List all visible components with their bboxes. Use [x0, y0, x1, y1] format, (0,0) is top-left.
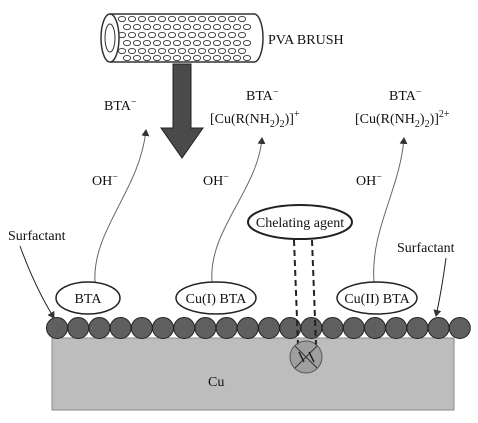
- middle-hydroxide: OH−: [203, 172, 229, 189]
- adsorbed-cu2-bta-ellipse: [336, 281, 418, 315]
- surfactant-bead: [385, 317, 408, 339]
- surfactant-bead: [67, 317, 90, 339]
- chelating-path-right: [311, 239, 317, 346]
- surfactant-bead: [258, 317, 280, 339]
- left-hydroxide: OH−: [92, 172, 118, 189]
- chelating-agent-ellipse: [247, 204, 353, 240]
- surfactant-pointer-right: [433, 257, 447, 317]
- surfactant-label-right: Surfactant: [397, 241, 455, 256]
- right-release-arrow: [373, 137, 408, 283]
- surfactant-layer: [46, 317, 471, 339]
- left-bta-ion: BTA−: [104, 97, 137, 114]
- right-hydroxide: OH−: [356, 172, 382, 189]
- adsorbed-bta-label: BTA: [75, 292, 103, 307]
- right-copper-complex: [Cu(R(NH2)2)]2+: [355, 109, 450, 130]
- adsorbed-cu1-bta-ellipse: [175, 281, 257, 315]
- surfactant-bead: [448, 317, 471, 339]
- surfactant-bead: [88, 317, 111, 339]
- adsorbed-bta-ellipse: [55, 281, 121, 315]
- surfactant-bead: [194, 317, 217, 339]
- adsorbed-cu2-bta-label: Cu(II) BTA: [344, 292, 410, 307]
- middle-release-arrow: [211, 137, 266, 283]
- middle-bta-ion: BTA−: [246, 87, 279, 104]
- surfactant-label-left: Surfactant: [8, 229, 66, 244]
- surfactant-bead: [109, 317, 132, 339]
- surfactant-bead: [406, 317, 429, 339]
- middle-copper-complex: [Cu(R(NH2)2)]+: [210, 109, 300, 130]
- surfactant-bead: [321, 317, 344, 339]
- chelating-agent-label: Chelating agent: [256, 216, 344, 231]
- surfactant-bead: [152, 317, 174, 339]
- surfactant-bead: [342, 317, 365, 339]
- surfactant-bead: [46, 317, 68, 339]
- surfactant-bead: [427, 317, 450, 339]
- etch-pit-icon: [289, 340, 323, 374]
- chelating-path-left: [293, 239, 299, 346]
- brush-down-arrow-icon: [160, 63, 204, 159]
- surfactant-bead: [130, 317, 153, 339]
- surfactant-bead: [236, 317, 259, 339]
- surfactant-bead: [173, 317, 196, 339]
- copper-label: Cu: [208, 375, 224, 390]
- left-release-arrow: [94, 129, 150, 283]
- copper-substrate: [51, 337, 455, 411]
- surfactant-bead: [215, 317, 238, 339]
- pva-brush-icon: [100, 13, 264, 63]
- surfactant-pointer-left: [19, 245, 55, 319]
- surfactant-bead: [364, 317, 386, 339]
- pva-brush-label: PVA BRUSH: [268, 33, 344, 48]
- right-bta-ion: BTA−: [389, 87, 422, 104]
- surfactant-bead: [300, 317, 323, 339]
- adsorbed-cu1-bta-label: Cu(I) BTA: [186, 292, 248, 307]
